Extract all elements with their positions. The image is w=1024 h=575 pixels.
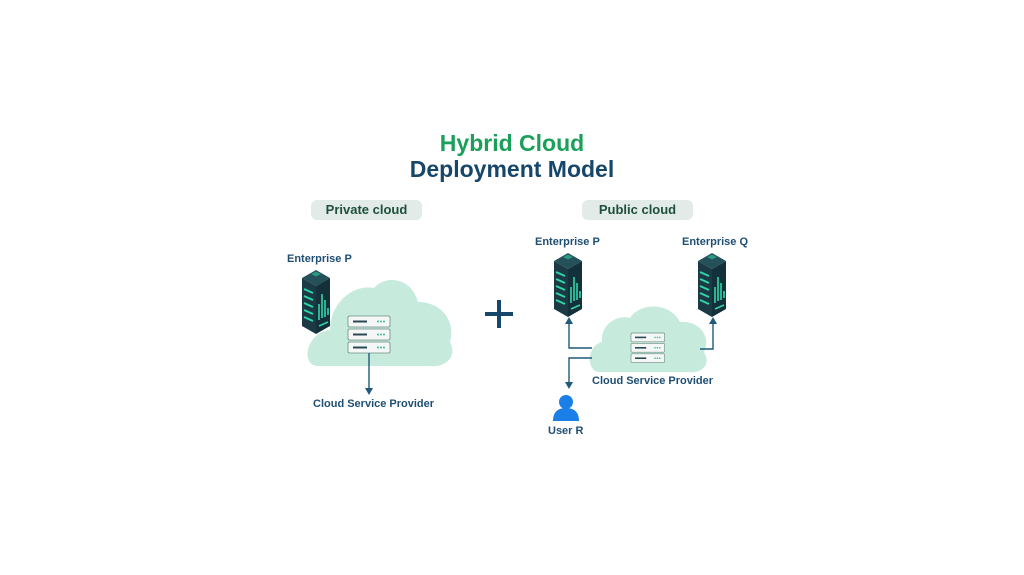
- private-server-rack-icon: [347, 315, 391, 354]
- private-cloud-badge: Private cloud: [311, 200, 422, 220]
- arrow-to-enterprise-p-icon: [568, 322, 592, 349]
- arrow-to-user-icon: [568, 357, 592, 384]
- enterprise-p-server-tower-icon: [301, 269, 331, 335]
- user-r-label: User R: [548, 425, 584, 437]
- private-provider-label: Cloud Service Provider: [313, 398, 435, 410]
- public-enterprise-p-label: Enterprise P: [535, 236, 600, 248]
- arrow-to-enterprise-q-icon: [700, 322, 714, 350]
- public-enterprise-p-server-tower-icon: [553, 252, 583, 318]
- arrow-head-up-icon: [709, 317, 717, 324]
- private-arrow-down-icon: [365, 353, 373, 395]
- private-enterprise-p-label: Enterprise P: [287, 253, 352, 265]
- public-cloud-badge: Public cloud: [582, 200, 693, 220]
- plus-icon: [485, 300, 513, 328]
- public-enterprise-q-label: Enterprise Q: [682, 236, 749, 248]
- diagram-title-line2: Deployment Model: [409, 156, 615, 182]
- diagram-title-line1: Hybrid Cloud: [439, 130, 585, 156]
- public-enterprise-q-server-tower-icon: [697, 252, 727, 318]
- public-server-rack-icon: [630, 332, 665, 364]
- arrow-head-down-icon: [565, 382, 573, 389]
- arrow-head-up-icon: [565, 317, 573, 324]
- public-provider-label: Cloud Service Provider: [592, 375, 714, 387]
- user-icon: [553, 395, 579, 421]
